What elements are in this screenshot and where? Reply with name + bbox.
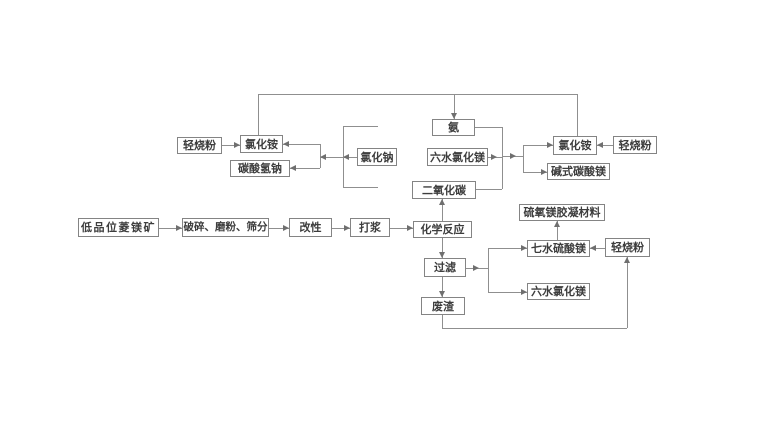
arrowhead-filter-to-residue — [439, 291, 445, 297]
edge-filter-to-fork2-2-seg0 — [479, 268, 488, 269]
edge-bracket-to-junction-seg0 — [320, 157, 343, 158]
node-basic-magnesium-carbonate: 碱式碳酸镁 — [547, 163, 610, 180]
edge-mgso4-to-cement-seg0 — [557, 221, 558, 240]
node-crush-grind-sieve: 破碎、磨粉、筛分 — [182, 218, 269, 237]
node-modification: 改性 — [289, 218, 332, 237]
arrowhead-nacl-to-bracket — [343, 154, 349, 160]
edge-filter-to-fork2-seg0 — [466, 268, 479, 269]
node-light-burned-powder-bottom: 轻烧粉 — [605, 238, 650, 257]
edge-fork-right-vert-seg0 — [523, 145, 524, 172]
edge-fork2-vert-seg0 — [488, 248, 489, 292]
edge-bracket-right-vert-seg0 — [502, 127, 503, 189]
edge-pulp-to-reaction-seg0 — [390, 228, 413, 229]
edge-ore-to-crush-seg0 — [159, 228, 182, 229]
arrowhead-fork2-to-mgso4 — [521, 245, 527, 251]
edge-residue-to-lpb-seg0 — [442, 315, 443, 328]
arrowhead-junction-to-nh4cl-left — [283, 141, 289, 147]
arrowhead-lptr-to-nh4cl-right — [597, 142, 603, 148]
edge-bracket-left-stub-bottom-seg0 — [343, 187, 378, 188]
edge-top-loop-seg0 — [258, 94, 259, 135]
edge-filter-to-residue-seg0 — [442, 277, 443, 297]
node-pulping: 打浆 — [350, 218, 390, 237]
node-light-burned-powder-top-right: 轻烧粉 — [613, 136, 657, 154]
edge-bracket-left-stub-top-seg0 — [343, 126, 378, 127]
edge-modify-to-pulp-seg0 — [332, 228, 350, 229]
edge-lptr-to-nh4cl-right-seg0 — [597, 145, 613, 146]
arrowhead-lpl-to-nh4cl — [234, 142, 240, 148]
node-magnesium-sulfate-heptahydrate: 七水硫酸镁 — [527, 240, 590, 257]
arrowhead-fork-to-nh4cl-right — [547, 142, 553, 148]
edge-residue-to-lpb-seg1 — [442, 328, 627, 329]
node-ammonium-chloride-left: 氯化铵 — [240, 135, 283, 153]
edge-fork-to-nh4cl-right-seg0 — [523, 145, 553, 146]
arrowhead-bracket-right-to-fork — [510, 153, 516, 159]
edge-top-to-ammonia-seg0 — [454, 94, 455, 119]
arrowhead-mgso4-to-cement — [554, 221, 560, 227]
node-ammonium-chloride-right: 氯化铵 — [553, 136, 597, 155]
arrowhead-lpb-to-mgso4 — [590, 245, 596, 251]
arrowhead-top-to-ammonia — [451, 113, 457, 119]
node-filtration: 过滤 — [424, 258, 466, 277]
arrowhead-mgcl2-to-bracket-right — [491, 154, 497, 160]
arrowhead-junction-to-nahco3 — [290, 165, 296, 171]
arrowhead-crush-to-modify — [283, 225, 289, 231]
node-magnesium-oxysulfate-cement: 硫氧镁胶凝材料 — [519, 204, 605, 221]
edge-junction-to-nh4cl-left-seg0 — [283, 144, 320, 145]
arrowhead-modify-to-pulp — [344, 225, 350, 231]
node-ammonia: 氨 — [432, 119, 475, 136]
node-carbon-dioxide: 二氧化碳 — [412, 181, 476, 199]
edge-junction-to-nahco3-seg0 — [290, 168, 320, 169]
arrowhead-residue-to-lpb — [624, 257, 630, 263]
edge-reaction-to-filter-seg0 — [442, 238, 443, 258]
arrowhead-fork-to-basic-mgco3 — [541, 169, 547, 175]
edge-lpl-to-nh4cl-seg0 — [222, 145, 240, 146]
arrowhead-pulp-to-reaction — [407, 225, 413, 231]
edge-bracket-right-to-fork-2-seg0 — [516, 156, 523, 157]
node-chemical-reaction: 化学反应 — [413, 221, 472, 238]
edge-fork2-to-mgso4-seg0 — [488, 248, 527, 249]
node-low-grade-magnesite-ore: 低品位菱镁矿 — [78, 218, 159, 237]
node-magnesium-chloride-hexahydrate-bottom: 六水氯化镁 — [527, 283, 590, 300]
edge-mgcl2-to-bracket-right-2-seg0 — [497, 157, 502, 158]
arrowhead-ore-to-crush — [176, 225, 182, 231]
edge-ammonia-to-bracket-right-seg0 — [475, 127, 502, 128]
edge-nacl-to-bracket-seg0 — [343, 157, 357, 158]
arrowhead-fork2-to-mgcl2-bottom — [521, 289, 527, 295]
edge-bracket-right-to-fork-seg0 — [502, 156, 516, 157]
arrowhead-filter-to-fork2 — [473, 265, 479, 271]
edge-residue-to-lpb-seg2 — [627, 257, 628, 328]
node-waste-residue: 废渣 — [421, 297, 465, 315]
edge-fork-to-basic-mgco3-seg0 — [523, 172, 547, 173]
edge-crush-to-modify-seg0 — [269, 228, 289, 229]
node-sodium-bicarbonate: 碳酸氢钠 — [230, 160, 290, 177]
edge-co2-to-bracket-right-seg0 — [476, 189, 502, 190]
edge-fork2-to-mgcl2-bottom-seg0 — [488, 292, 527, 293]
edge-reaction-to-co2-seg0 — [442, 199, 443, 221]
node-sodium-chloride: 氯化钠 — [357, 148, 397, 166]
edge-top-loop-seg2 — [577, 94, 578, 136]
edge-lpb-to-mgso4-seg0 — [590, 248, 605, 249]
arrowhead-bracket-to-junction — [320, 154, 326, 160]
edge-top-loop-seg1 — [258, 94, 577, 95]
arrowhead-reaction-to-co2 — [439, 199, 445, 205]
node-magnesium-chloride-hexahydrate-top: 六水氯化镁 — [427, 148, 488, 166]
arrowhead-reaction-to-filter — [439, 252, 445, 258]
node-light-burned-powder-left: 轻烧粉 — [177, 137, 222, 154]
